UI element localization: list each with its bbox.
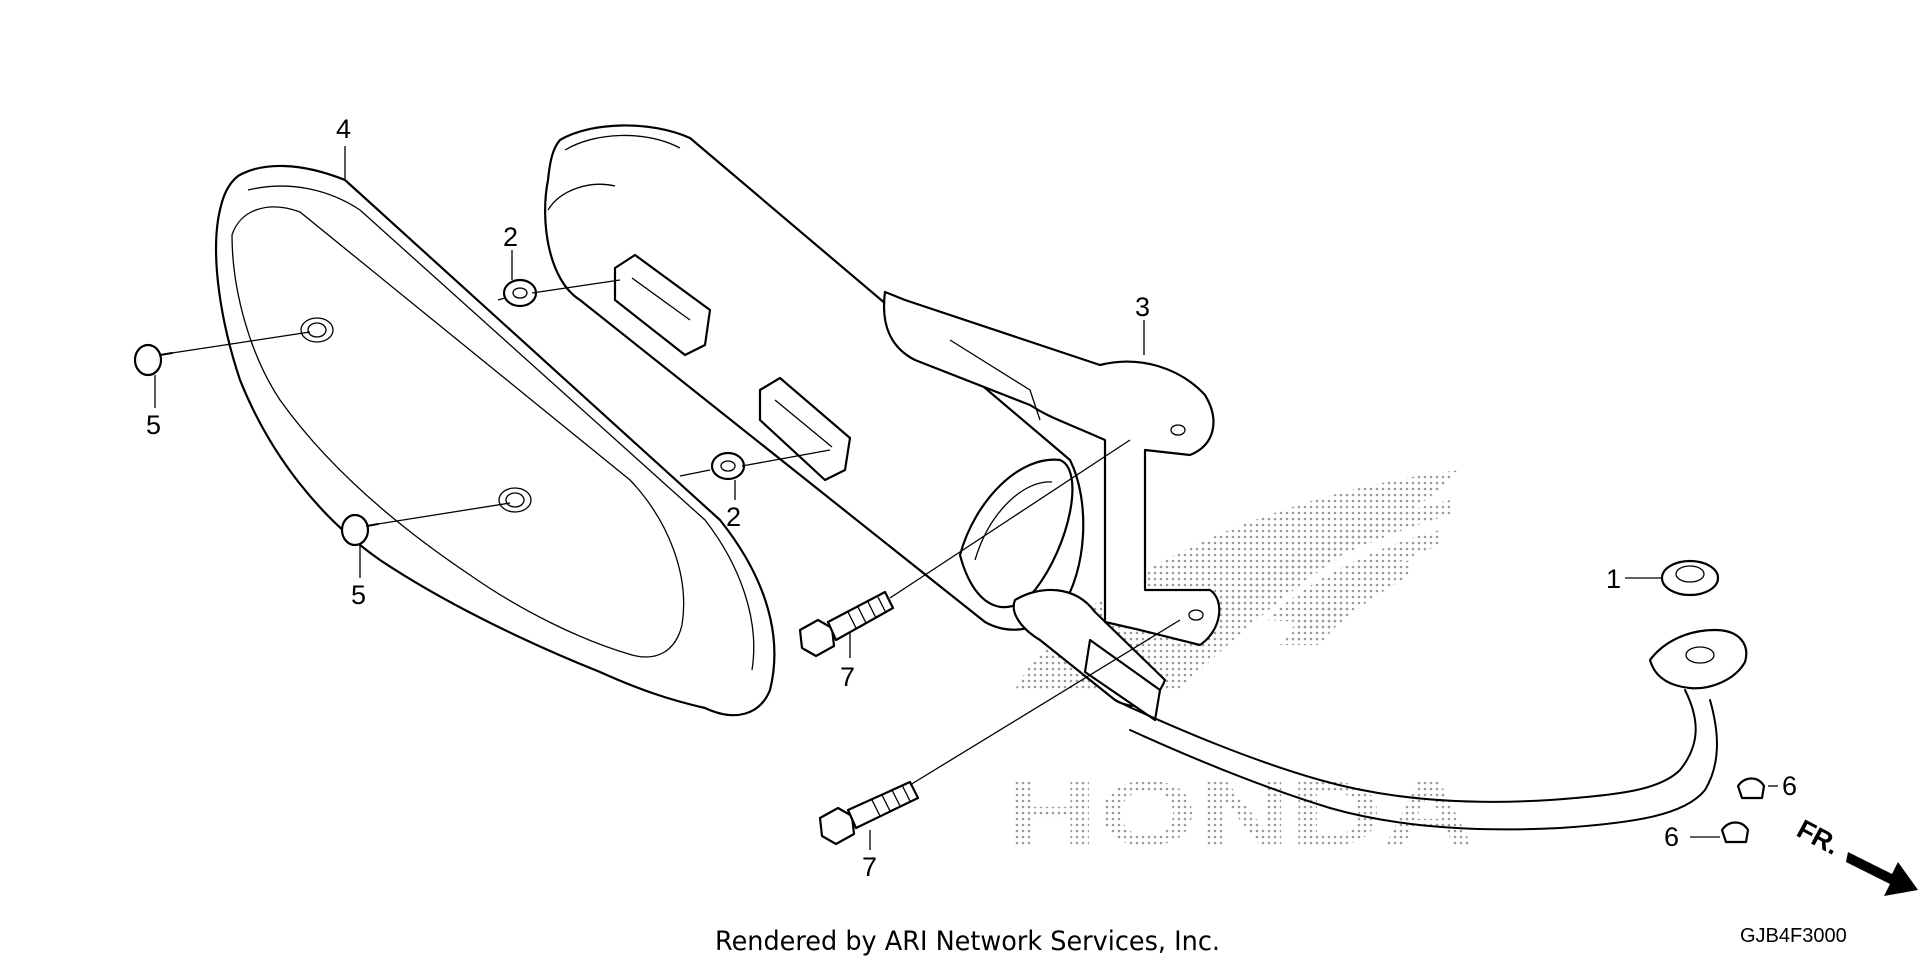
heat-shield bbox=[214, 164, 776, 717]
callout-7-lower: 7 bbox=[862, 852, 877, 882]
mounting-bolt-lower bbox=[818, 780, 920, 846]
rendered-by-footer: Rendered by ARI Network Services, Inc. bbox=[715, 926, 1220, 957]
shield-screw-upper bbox=[133, 343, 173, 377]
callout-2-lower: 2 bbox=[726, 502, 741, 532]
front-direction-label: FR. bbox=[1792, 814, 1844, 861]
rubber-mount-upper bbox=[502, 278, 538, 308]
muffler-bracket bbox=[882, 290, 1221, 647]
diagram-code: GJB4F3000 bbox=[1740, 925, 1847, 947]
callout-5-lower: 5 bbox=[351, 580, 366, 610]
rubber-mount-lower bbox=[710, 451, 746, 481]
mounting-bolt-upper bbox=[798, 590, 895, 658]
pipe-clip-upper bbox=[1736, 777, 1766, 800]
callout-3: 3 bbox=[1135, 292, 1150, 322]
exhaust-gasket bbox=[1660, 559, 1720, 597]
callout-labels: 1 2 2 3 4 5 5 6 6 7 7 bbox=[146, 114, 1797, 882]
callout-2-upper: 2 bbox=[503, 222, 518, 252]
leader-lines bbox=[154, 146, 1778, 850]
pipe-clip-lower bbox=[1720, 821, 1750, 844]
honda-wing-watermark bbox=[1015, 470, 1460, 690]
front-direction-arrow-icon bbox=[1846, 852, 1918, 896]
shield-screw-lower bbox=[340, 513, 379, 547]
callout-6-upper: 6 bbox=[1782, 771, 1797, 801]
front-direction-indicator: FR. bbox=[1792, 814, 1918, 896]
callout-4: 4 bbox=[336, 114, 351, 144]
exhaust-pipe bbox=[1124, 628, 1748, 831]
callout-6-lower: 6 bbox=[1664, 822, 1679, 852]
honda-watermark-text: HONDA bbox=[1005, 763, 1475, 865]
callout-5-upper: 5 bbox=[146, 410, 161, 440]
callout-7-upper: 7 bbox=[840, 662, 855, 692]
muffler-mount-tabs bbox=[613, 253, 852, 482]
callout-1: 1 bbox=[1606, 564, 1621, 594]
